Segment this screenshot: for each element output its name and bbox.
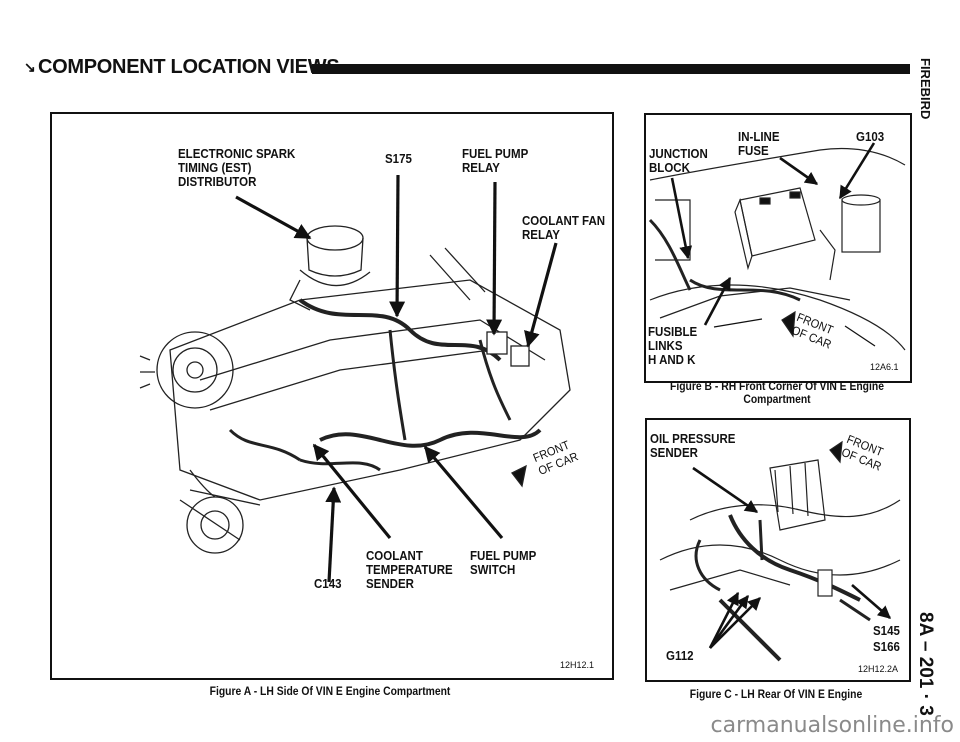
- s175-label: S175: [385, 152, 412, 166]
- figure-c-drawing: [659, 440, 901, 662]
- fusible-links-label: FUSIBLE LINKS H AND K: [648, 325, 698, 367]
- junction-block-label: JUNCTION BLOCK: [649, 147, 708, 175]
- g103-label: G103: [856, 130, 885, 144]
- watermark: carmanualsonline.info: [710, 713, 954, 738]
- figure-a-panel: [50, 112, 614, 680]
- side-page-number: 8A – 201 · 3: [915, 612, 936, 716]
- s145-label: S145: [873, 624, 900, 638]
- figure-c-code: 12H12.2A: [858, 664, 899, 674]
- inline-fuse-label: IN-LINE FUSE: [738, 130, 780, 158]
- header-marker: ↘: [24, 59, 36, 75]
- s166-label: S166: [873, 640, 900, 654]
- figure-b-code: 12A6.1: [870, 362, 899, 372]
- header-rule: [312, 64, 910, 74]
- coolant-temp-sender-label: COOLANT TEMPERATURE SENDER: [366, 549, 453, 591]
- figure-b-caption: Figure B - RH Front Corner Of VIN E Engi…: [670, 381, 884, 406]
- figure-a-drawing: [139, 225, 571, 554]
- fuel-pump-switch-label: FUEL PUMP SWITCH: [470, 549, 537, 577]
- side-model-label: FIREBIRD: [918, 58, 933, 120]
- figure-c-panel: [645, 418, 911, 682]
- fuel-pump-relay-label: FUEL PUMP RELAY: [462, 147, 529, 175]
- figure-a-caption: Figure A - LH Side Of VIN E Engine Compa…: [209, 686, 451, 698]
- coolant-fan-relay-label: COOLANT FAN RELAY: [522, 214, 606, 242]
- figure-b-drawing: [648, 147, 906, 351]
- page-title: COMPONENT LOCATION VIEWS: [38, 56, 340, 78]
- figure-c-caption: Figure C - LH Rear Of VIN E Engine: [689, 689, 863, 701]
- est-distributor-label: ELECTRONIC SPARK TIMING (EST) DISTRIBUTO…: [178, 147, 296, 189]
- c143-label: C143: [314, 577, 342, 591]
- figure-a-code: 12H12.1: [560, 660, 595, 670]
- oil-pressure-sender-label: OIL PRESSURE SENDER: [650, 432, 736, 460]
- g112-label: G112: [666, 649, 694, 663]
